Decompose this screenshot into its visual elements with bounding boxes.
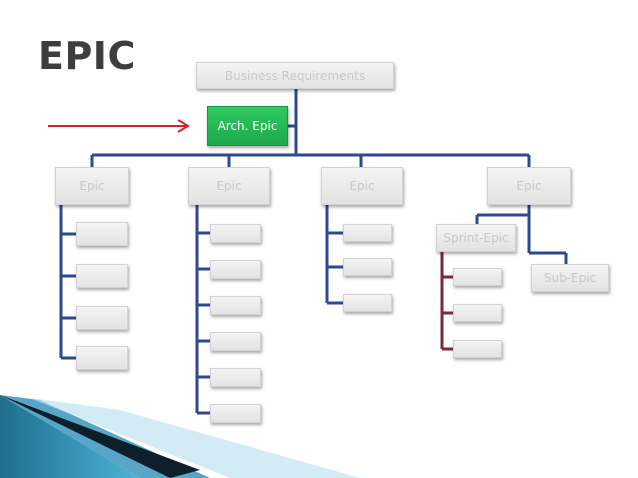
- story-box: [453, 340, 502, 358]
- story-box: [210, 224, 261, 243]
- story-box: [76, 222, 128, 246]
- story-box: [210, 260, 261, 279]
- epic-box-1: Epic: [55, 167, 129, 205]
- story-box: [210, 296, 261, 315]
- story-box: [343, 258, 392, 276]
- story-box: [210, 332, 261, 351]
- story-box: [76, 264, 128, 288]
- sub-epic-box: Sub-Epic: [531, 264, 609, 292]
- story-box: [76, 346, 128, 370]
- slide-title: EPIC: [38, 34, 136, 78]
- epic-box-2: Epic: [188, 167, 270, 205]
- sprint-epic-box: Sprint-Epic: [436, 224, 516, 252]
- red-arrow-icon: [48, 119, 190, 133]
- story-box: [210, 404, 261, 423]
- story-box: [343, 224, 392, 242]
- story-box: [343, 294, 392, 312]
- story-box: [453, 304, 502, 322]
- epic-box-4: Epic: [487, 167, 571, 205]
- business-requirements-box: Business Requirements: [196, 62, 394, 89]
- story-box: [210, 368, 261, 387]
- story-box: [453, 268, 502, 286]
- arch-epic-box: Arch. Epic: [207, 106, 288, 146]
- epic-box-3: Epic: [321, 167, 403, 205]
- story-box: [76, 306, 128, 330]
